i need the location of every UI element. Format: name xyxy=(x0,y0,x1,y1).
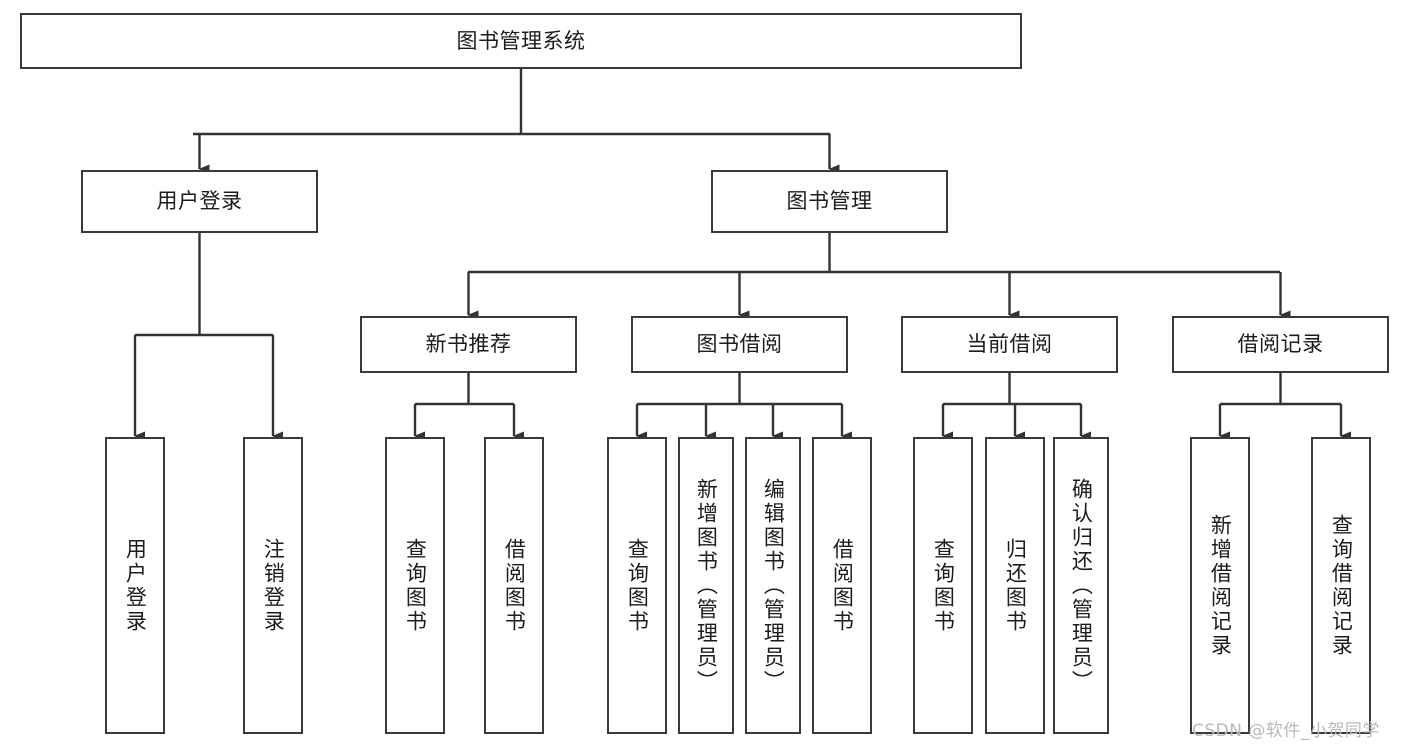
node-label-leaf-confirm: 确认归还（管理员） xyxy=(1069,477,1094,694)
node-leaf-add-book[interactable]: 新增图书（管理员） xyxy=(678,437,734,734)
node-label-leaf-edit-book: 编辑图书（管理员） xyxy=(761,477,786,694)
node-current-borrow[interactable]: 当前借阅 xyxy=(901,316,1118,373)
node-new-book-rec[interactable]: 新书推荐 xyxy=(360,316,577,373)
node-leaf-user-login[interactable]: 用户登录 xyxy=(105,437,165,734)
node-label-leaf-add-book: 新增图书（管理员） xyxy=(694,477,719,694)
node-label-book-borrow: 图书借阅 xyxy=(696,332,783,357)
node-label-borrow-record: 借阅记录 xyxy=(1237,332,1324,357)
node-label-leaf-borrow-2: 借阅图书 xyxy=(830,537,855,634)
node-leaf-borrow-2[interactable]: 借阅图书 xyxy=(812,437,872,734)
node-leaf-query-1[interactable]: 查询图书 xyxy=(385,437,445,734)
node-label-new-book-rec: 新书推荐 xyxy=(425,332,512,357)
node-label-leaf-add-rec: 新增借阅记录 xyxy=(1208,513,1233,658)
node-leaf-logout[interactable]: 注销登录 xyxy=(243,437,303,734)
node-leaf-edit-book[interactable]: 编辑图书（管理员） xyxy=(745,437,801,734)
node-leaf-add-rec[interactable]: 新增借阅记录 xyxy=(1190,437,1250,734)
node-leaf-borrow-1[interactable]: 借阅图书 xyxy=(484,437,544,734)
node-label-leaf-return: 归还图书 xyxy=(1003,537,1028,634)
node-borrow-record[interactable]: 借阅记录 xyxy=(1172,316,1389,373)
node-book-borrow[interactable]: 图书借阅 xyxy=(631,316,848,373)
node-label-root: 图书管理系统 xyxy=(456,28,586,53)
node-label-book-manage: 图书管理 xyxy=(786,189,873,214)
node-book-manage[interactable]: 图书管理 xyxy=(711,170,948,233)
node-user-login[interactable]: 用户登录 xyxy=(81,170,318,233)
node-label-current-borrow: 当前借阅 xyxy=(966,332,1053,357)
node-label-leaf-query-1: 查询图书 xyxy=(403,537,428,634)
watermark-text: CSDN @软件_小贺同学 xyxy=(1192,721,1380,741)
connector-lines xyxy=(133,69,1351,441)
node-leaf-return[interactable]: 归还图书 xyxy=(985,437,1045,734)
node-leaf-query-rec[interactable]: 查询借阅记录 xyxy=(1311,437,1371,734)
node-label-leaf-logout: 注销登录 xyxy=(261,537,286,634)
node-root[interactable]: 图书管理系统 xyxy=(20,13,1022,69)
node-label-leaf-user-login: 用户登录 xyxy=(123,537,148,634)
node-label-leaf-query-2: 查询图书 xyxy=(625,537,650,634)
node-leaf-query-2[interactable]: 查询图书 xyxy=(607,437,667,734)
node-leaf-query-3[interactable]: 查询图书 xyxy=(913,437,973,734)
node-label-leaf-query-rec: 查询借阅记录 xyxy=(1329,513,1354,658)
node-label-leaf-borrow-1: 借阅图书 xyxy=(502,537,527,634)
node-leaf-confirm[interactable]: 确认归还（管理员） xyxy=(1053,437,1109,734)
node-label-user-login: 用户登录 xyxy=(156,189,243,214)
node-label-leaf-query-3: 查询图书 xyxy=(931,537,956,634)
